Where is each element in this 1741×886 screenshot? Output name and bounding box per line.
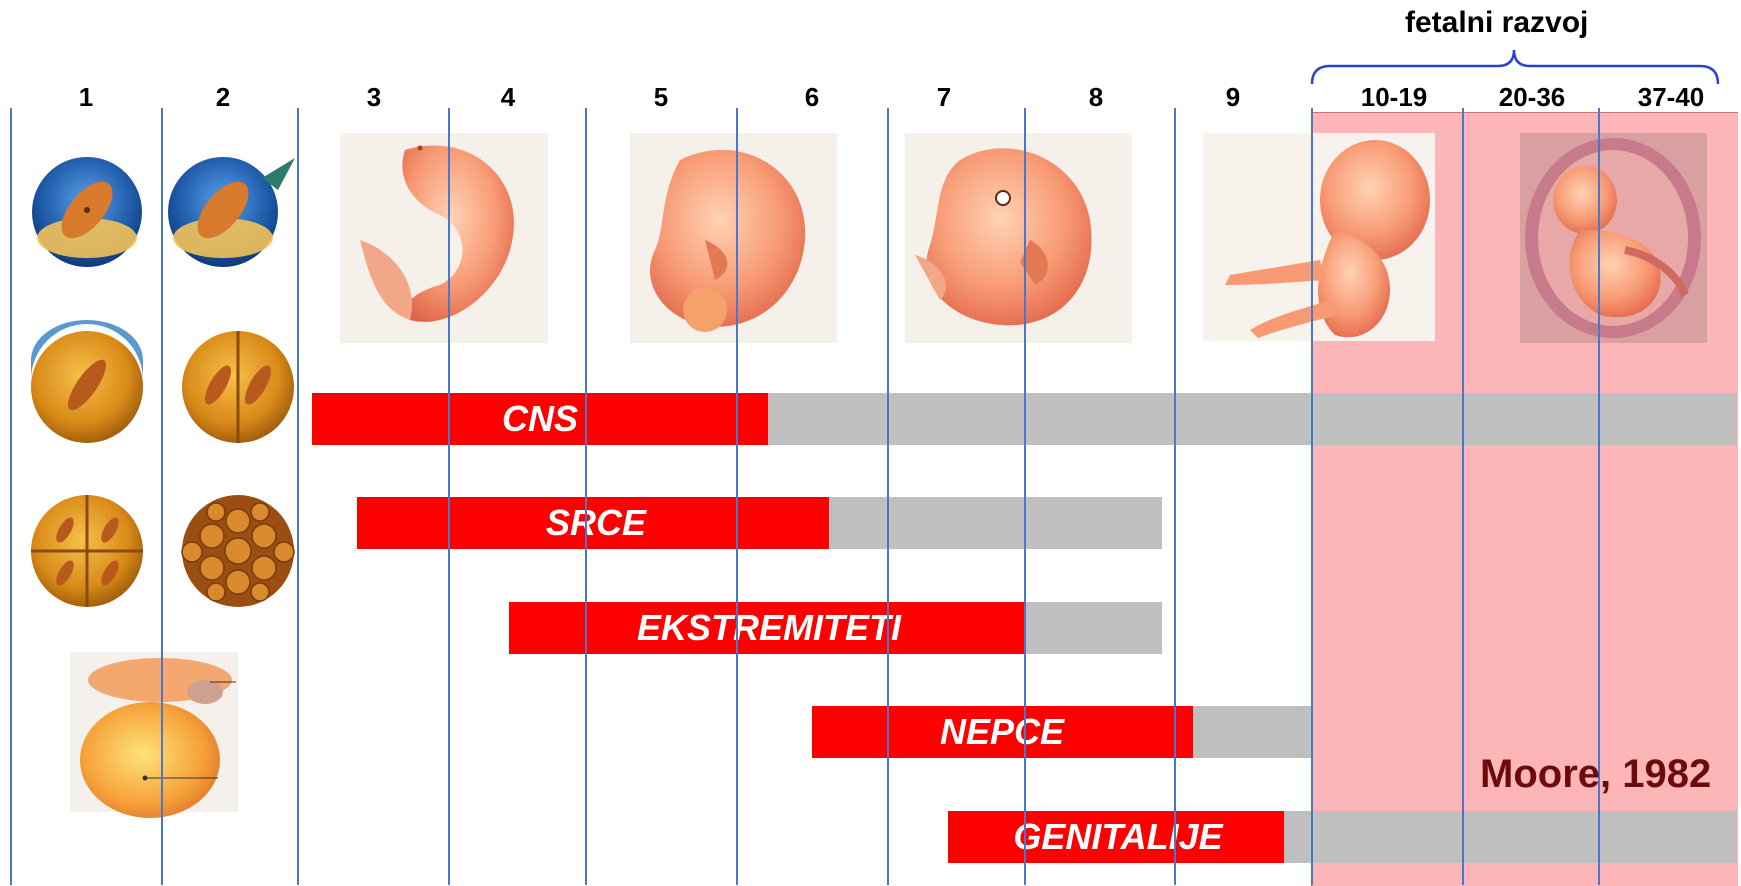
week-divider bbox=[1462, 108, 1464, 885]
week-divider bbox=[1024, 108, 1026, 885]
blastocyst-illustration bbox=[70, 652, 238, 818]
two-cell-stage-illustration bbox=[168, 157, 295, 267]
eight-cell-stage-illustration bbox=[182, 331, 294, 443]
week-divider bbox=[161, 108, 163, 885]
week-divider bbox=[1311, 108, 1313, 885]
fetus-week-9-illustration bbox=[1203, 133, 1435, 341]
week-divider bbox=[736, 108, 738, 885]
week-divider bbox=[1174, 108, 1176, 885]
week-divider bbox=[10, 108, 12, 885]
week-divider bbox=[887, 108, 889, 885]
source-credit: Moore, 1982 bbox=[1480, 752, 1711, 797]
embryo-week-5-illustration bbox=[630, 133, 837, 343]
four-cell-stage-illustration bbox=[31, 320, 143, 443]
zygote-illustration bbox=[32, 157, 142, 267]
fetus-full-term-illustration bbox=[1520, 133, 1707, 343]
embryo-week-3-illustration bbox=[340, 133, 548, 343]
embryo-week-7-illustration bbox=[905, 133, 1132, 343]
week-divider bbox=[297, 108, 299, 885]
week-divider bbox=[448, 108, 450, 885]
week-divider bbox=[585, 108, 587, 885]
morula-illustration bbox=[182, 495, 294, 607]
sixteen-cell-stage-illustration bbox=[31, 495, 143, 607]
